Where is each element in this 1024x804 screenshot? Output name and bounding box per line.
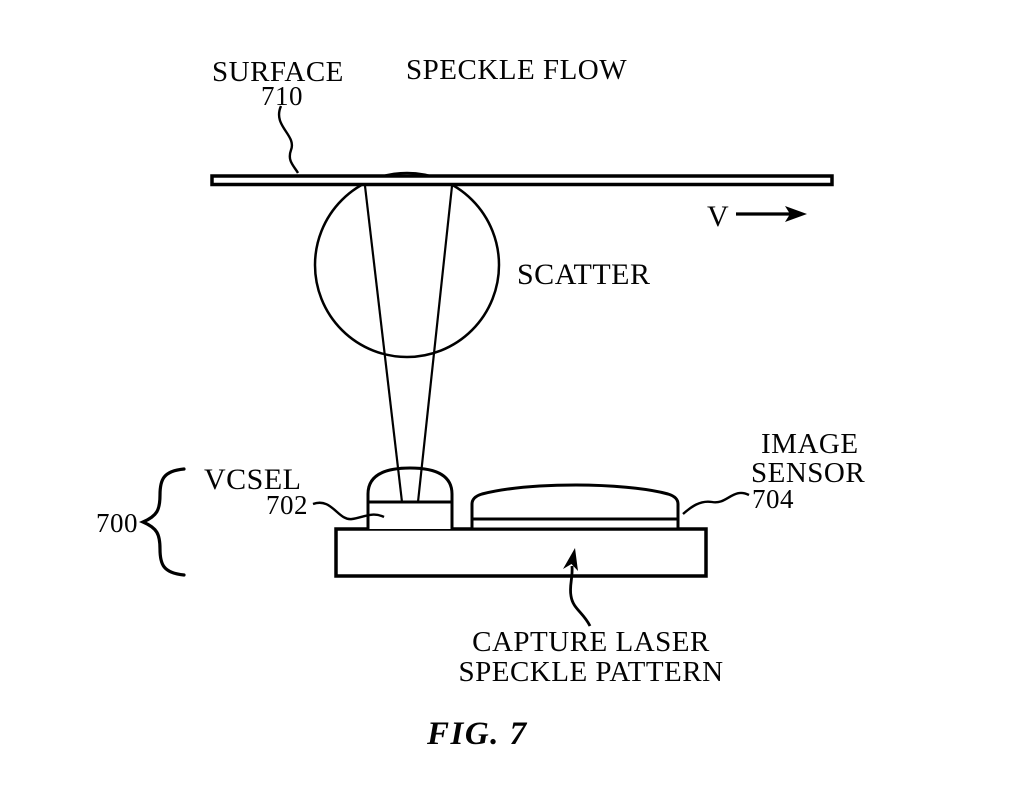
velocity-arrowhead-icon — [785, 206, 807, 222]
surface-label: SURFACE — [212, 56, 344, 88]
scatter-label: SCATTER — [517, 258, 651, 291]
assembly-brace — [138, 467, 186, 577]
surface-ref-label: 710 — [261, 81, 303, 111]
capture-annotation-line1: CAPTURE LASER — [472, 626, 710, 658]
surface-leader-line — [277, 105, 300, 174]
capture-arrow-shaft — [569, 565, 592, 627]
scatter-circle — [313, 171, 501, 359]
image-sensor-shape — [470, 483, 680, 531]
image-sensor-leader-line — [682, 491, 750, 515]
speckle-flow-label: SPECKLE FLOW — [406, 54, 628, 86]
beam-line-left — [363, 185, 404, 503]
capture-arrowhead-icon — [563, 548, 578, 571]
capture-annotation: CAPTURE LASER SPECKLE PATTERN — [446, 627, 736, 687]
image-sensor-ref-label: 704 — [752, 484, 794, 514]
image-sensor-label-line1: IMAGE — [761, 428, 859, 460]
vcsel-ref-label: 702 — [266, 490, 308, 520]
image-sensor-label-line2: SENSOR — [751, 457, 866, 489]
capture-annotation-line2: SPECKLE PATTERN — [458, 656, 724, 688]
beam-line-right — [416, 185, 454, 503]
base-substrate — [334, 527, 708, 578]
vcsel-leader-line — [312, 501, 385, 521]
surface-bar — [210, 174, 834, 187]
assembly-ref-label: 700 — [96, 508, 138, 538]
vcsel-shape — [366, 466, 454, 529]
vcsel-label: VCSEL — [204, 463, 302, 496]
velocity-label: V — [707, 200, 730, 233]
figure-caption: FIG. 7 — [427, 716, 528, 752]
